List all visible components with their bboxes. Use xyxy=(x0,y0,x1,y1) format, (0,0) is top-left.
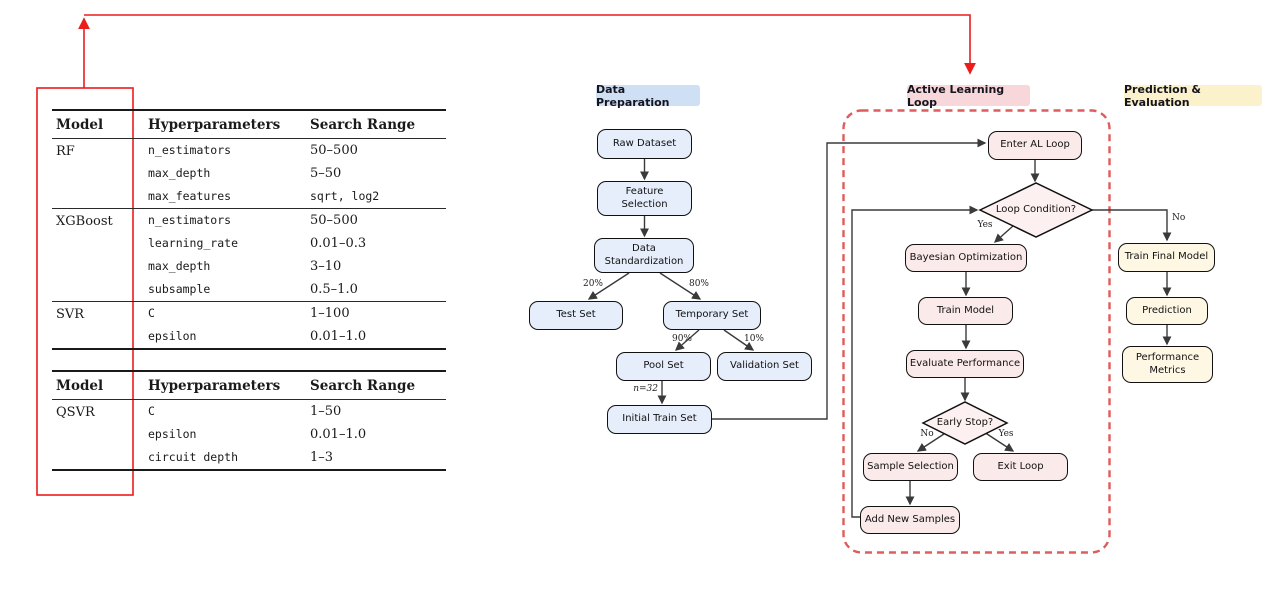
node-enter-al-loop: Enter AL Loop xyxy=(988,131,1082,160)
search-range-value: 1–100 xyxy=(306,301,446,325)
arrow-temp-to-validation xyxy=(723,329,755,351)
node-performance-metrics: Performance Metrics xyxy=(1122,346,1213,383)
node-loop-condition: Loop Condition? xyxy=(995,204,1077,215)
edge-label-loop-no: No xyxy=(1172,213,1186,223)
node-train-final-model: Train Final Model xyxy=(1118,243,1215,272)
node-sample-selection: Sample Selection xyxy=(863,453,958,481)
search-range-value: 5–50 xyxy=(310,166,342,181)
table-row: circuit depth 1–3 xyxy=(52,446,446,470)
search-range-value: 50–500 xyxy=(306,208,446,232)
hyperparameter-table-quantum: Model Hyperparameters Search Range QSVR … xyxy=(52,370,446,471)
model-name: SVR xyxy=(52,301,144,349)
col-header-search-range: Search Range xyxy=(306,371,446,400)
hyperparameter-name: max_depth xyxy=(148,166,211,180)
node-exit-loop: Exit Loop xyxy=(973,453,1068,481)
section-label-data-preparation: Data Preparation xyxy=(596,83,700,109)
table-row: learning_rate 0.01–0.3 xyxy=(52,232,446,255)
red-arrow-to-active-learning-loop xyxy=(84,14,976,75)
col-header-hyperparameters: Hyperparameters xyxy=(144,110,306,139)
node-data-standardization: Data Standardization xyxy=(594,238,694,273)
loop-condition-diamond xyxy=(978,182,1094,238)
arrow-initial-to-enter-al xyxy=(712,138,987,420)
search-range-value: 0.01–1.0 xyxy=(310,329,367,344)
node-raw-dataset: Raw Dataset xyxy=(597,129,692,159)
hyperparameter-name: epsilon xyxy=(148,329,197,343)
section-label-prediction-evaluation: Prediction & Evaluation xyxy=(1124,83,1262,109)
node-train-model: Train Model xyxy=(918,297,1013,325)
arrow-split-temporary xyxy=(659,272,702,300)
edge-label-early-yes: Yes xyxy=(998,429,1014,439)
table-row: max_depth 3–10 xyxy=(52,255,446,278)
table-row: max_features sqrt, log2 xyxy=(52,185,446,209)
node-feature-selection: Feature Selection xyxy=(597,181,692,216)
node-test-set: Test Set xyxy=(529,301,623,330)
hyperparameter-name: n_estimators xyxy=(148,143,232,157)
model-name: XGBoost xyxy=(52,208,144,302)
table-header-row: Model Hyperparameters Search Range xyxy=(52,110,446,139)
hyperparameter-name: max_features xyxy=(148,189,232,203)
edge-label-initial-n: n=32 xyxy=(633,384,658,394)
arrow-temp-to-pool xyxy=(674,329,700,351)
table-row: epsilon 0.01–1.0 xyxy=(52,423,446,446)
arrow-condition-yes-to-bayesian xyxy=(993,225,1014,243)
table-header-row: Model Hyperparameters Search Range xyxy=(52,371,446,400)
table-row: subsample 0.5–1.0 xyxy=(52,278,446,302)
search-range-value: 0.01–1.0 xyxy=(310,427,367,442)
table-row: RF n_estimators 50–500 xyxy=(52,139,446,163)
arrow-earlystop-no-to-sample xyxy=(916,431,948,452)
col-header-model: Model xyxy=(52,371,144,400)
edge-label-val-split: 10% xyxy=(743,334,764,344)
arrow-condition-no-to-final xyxy=(1092,209,1172,242)
edge-label-early-no: No xyxy=(920,429,934,439)
hyperparameter-name: learning_rate xyxy=(148,236,239,250)
section-label-active-learning-loop: Active Learning Loop xyxy=(907,83,1030,109)
hyperparameter-table-classical: Model Hyperparameters Search Range RF n_… xyxy=(52,109,446,350)
node-validation-set: Validation Set xyxy=(717,352,812,381)
table-row: XGBoost n_estimators 50–500 xyxy=(52,208,446,302)
table-row: epsilon 0.01–1.0 xyxy=(52,325,446,349)
search-range-value: 0.5–1.0 xyxy=(310,282,358,297)
search-range-value: 0.01–0.3 xyxy=(310,236,367,251)
hyperparameter-name: subsample xyxy=(148,282,211,296)
hyperparameter-name: C xyxy=(148,404,155,418)
model-name: RF xyxy=(56,144,75,159)
search-range-value: 50–500 xyxy=(310,143,358,158)
edge-label-loop-yes: Yes xyxy=(977,220,993,230)
node-add-new-samples: Add New Samples xyxy=(860,506,960,534)
edge-label-test-split: 20% xyxy=(582,279,603,289)
col-header-hyperparameters: Hyperparameters xyxy=(144,371,306,400)
early-stop-diamond xyxy=(921,401,1009,445)
node-initial-train-set: Initial Train Set xyxy=(607,405,712,434)
node-evaluate-performance: Evaluate Performance xyxy=(906,350,1024,378)
hyperparameter-name: epsilon xyxy=(148,427,197,441)
model-name: QSVR xyxy=(56,405,95,420)
node-temporary-set: Temporary Set xyxy=(663,301,761,330)
active-learning-loop-dashed-boundary xyxy=(842,109,1111,554)
arrow-split-test xyxy=(587,272,630,300)
node-early-stop: Early Stop? xyxy=(936,417,994,428)
search-range-value: 1–3 xyxy=(310,450,334,465)
flow-arrows xyxy=(587,138,1172,518)
node-pool-set: Pool Set xyxy=(616,352,711,381)
search-range-value: 1–50 xyxy=(310,404,342,419)
col-header-model: Model xyxy=(52,110,144,139)
col-header-search-range: Search Range xyxy=(306,110,446,139)
table-row: QSVR C 1–50 xyxy=(52,400,446,424)
edge-label-pool-split: 90% xyxy=(671,334,692,344)
table-row: SVR C 1–100 xyxy=(52,301,446,349)
arrow-addnew-back-to-condition xyxy=(851,205,979,518)
hyperparameter-name: n_estimators xyxy=(144,208,306,232)
search-range-value: 3–10 xyxy=(310,259,342,274)
hyperparameter-name: max_depth xyxy=(148,259,211,273)
node-bayesian-optimization: Bayesian Optimization xyxy=(905,244,1027,272)
arrow-earlystop-yes-to-exit xyxy=(983,431,1015,452)
node-prediction: Prediction xyxy=(1126,297,1208,325)
hyperparameter-name: C xyxy=(144,301,306,325)
search-range-value: sqrt, log2 xyxy=(310,189,380,203)
table-row: max_depth 5–50 xyxy=(52,162,446,185)
hyperparameter-name: circuit depth xyxy=(148,450,239,464)
edge-label-temp-split: 80% xyxy=(688,279,709,289)
